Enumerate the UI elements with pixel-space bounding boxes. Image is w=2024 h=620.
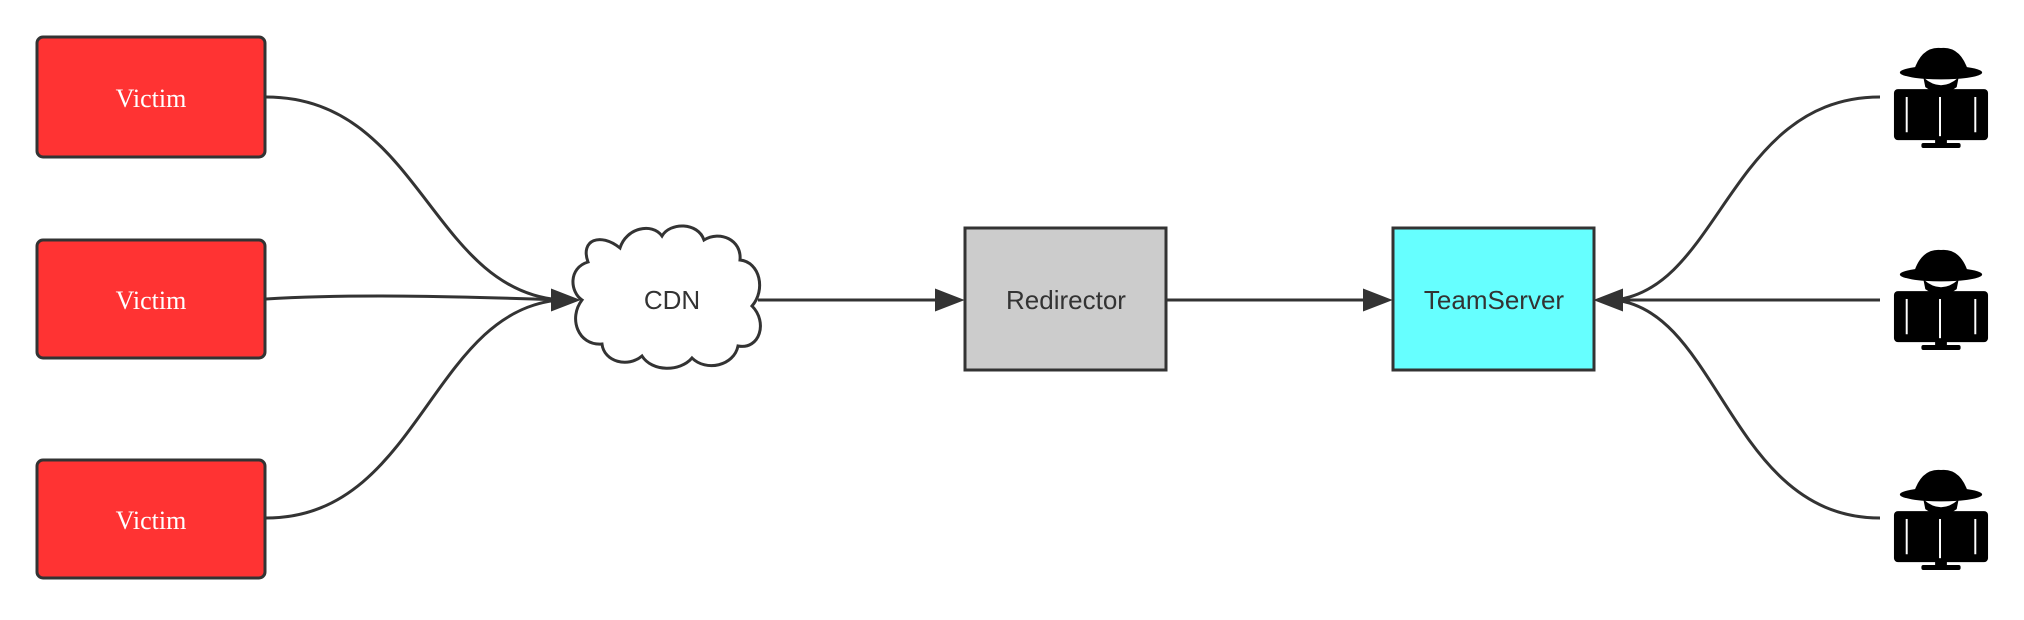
edge-victim-2-to-cdn <box>265 294 561 302</box>
arrowhead-teamserver-right <box>1593 288 1623 312</box>
operator-3[interactable] <box>1893 469 1989 570</box>
hacker-icon <box>1893 469 1989 570</box>
edge-victim-1-to-cdn <box>265 95 561 302</box>
victim-label: Victim <box>116 506 187 535</box>
arrowhead-redirector <box>935 288 965 312</box>
victim-box <box>35 35 267 159</box>
edge-operator-3-to-teamserver <box>1613 298 1881 520</box>
victim-label: Victim <box>116 84 187 113</box>
victim-label: Victim <box>116 286 187 315</box>
edge-redirector-to-teamserver <box>1166 288 1393 312</box>
cdn-label: CDN <box>644 285 700 315</box>
edges-operators-to-teamserver <box>1593 95 1881 520</box>
arrowhead-cdn <box>551 288 581 312</box>
edge-victim-3-to-cdn <box>265 298 561 520</box>
arrowhead-teamserver-left <box>1363 288 1393 312</box>
hacker-icon <box>1893 47 1989 148</box>
redirector-label: Redirector <box>1006 285 1126 315</box>
redirector-box <box>963 226 1168 372</box>
redirector-node[interactable]: Redirector <box>963 226 1168 372</box>
victim-node-2[interactable]: Victim <box>35 238 267 360</box>
edge-operator-1-to-teamserver <box>1613 95 1881 302</box>
teamserver-node[interactable]: TeamServer <box>1391 226 1596 372</box>
teamserver-box <box>1391 226 1596 372</box>
victim-box <box>35 458 267 580</box>
cdn-cloud-shape <box>571 224 762 370</box>
teamserver-label: TeamServer <box>1424 285 1564 315</box>
edge-cdn-to-redirector <box>758 288 965 312</box>
victim-box <box>35 238 267 360</box>
victim-node-1[interactable]: Victim <box>35 35 267 159</box>
victim-node-3[interactable]: Victim <box>35 458 267 580</box>
operator-1[interactable] <box>1893 47 1989 148</box>
hacker-icon <box>1893 249 1989 350</box>
edges-victims-to-cdn <box>265 95 581 520</box>
cdn-node[interactable]: CDN <box>571 224 762 370</box>
operator-2[interactable] <box>1893 249 1989 350</box>
